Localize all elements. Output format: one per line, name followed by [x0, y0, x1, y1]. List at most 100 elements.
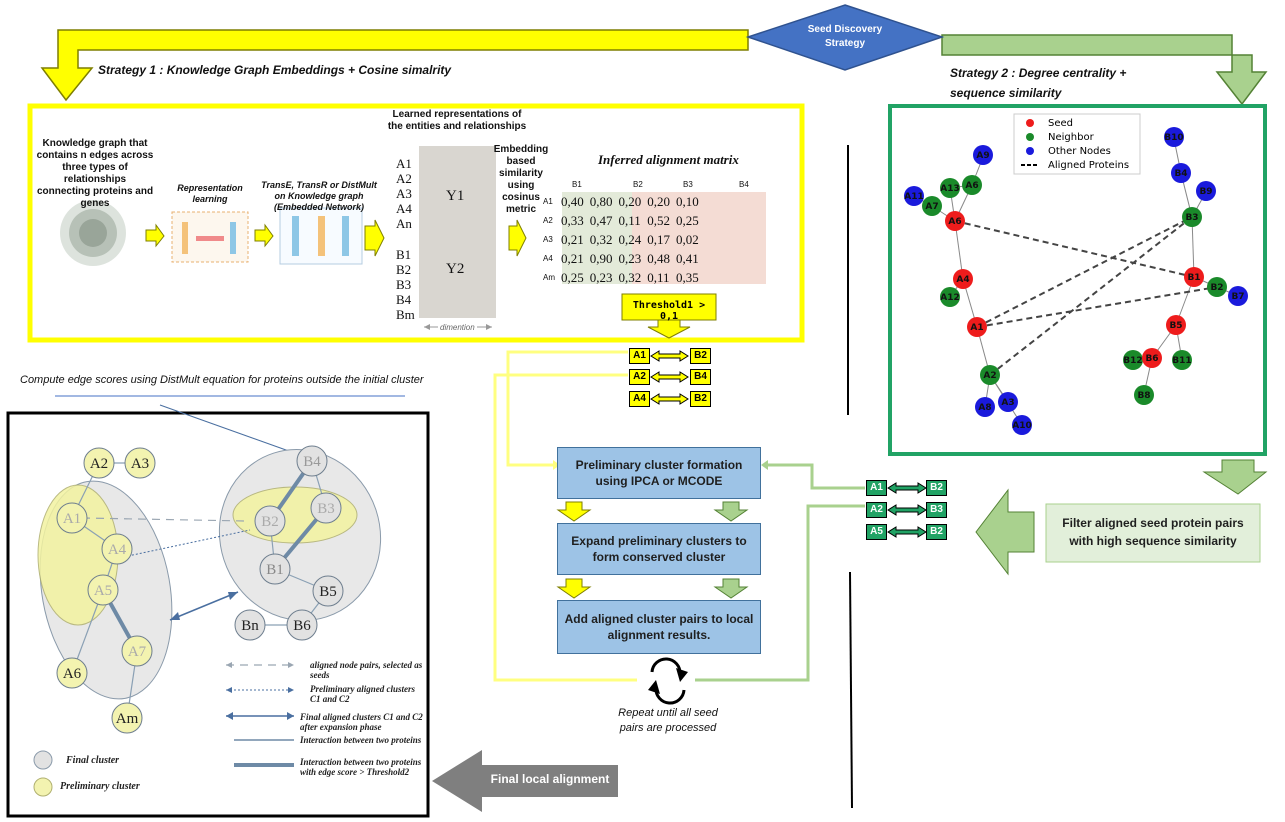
svg-text:B7: B7	[1231, 292, 1244, 302]
pair-yellow-b: B4	[690, 369, 711, 385]
cnode-b4	[296, 445, 328, 477]
pair-yellow-b: B2	[690, 348, 711, 364]
cnode-b5	[312, 575, 344, 607]
filter-left-arrow	[975, 488, 1035, 576]
learned-repr-label: Learned representations of the entities …	[387, 109, 527, 132]
kg-hairball	[60, 200, 126, 266]
pair-green-a: A1	[866, 480, 887, 496]
rep-learning-label: Representation learning	[177, 183, 243, 204]
node-b4	[1171, 163, 1191, 183]
y1-label: Y1	[446, 188, 465, 204]
svg-text:B6: B6	[1145, 354, 1158, 364]
matrix-col-headers: B1 B2 B3 B4	[572, 180, 749, 189]
strategy2-down-arrow	[1202, 459, 1268, 495]
legend-aligned-pairs: aligned node pairs, selected as seeds	[310, 660, 423, 680]
pair-green-a: A5	[866, 524, 887, 540]
cnode-a1	[56, 502, 88, 534]
cluster-drawing: A2 A3 A1 A4 A5 A6 A7 Am B4 B2 B3 B1 B5 B…	[33, 445, 382, 797]
svg-text:A5: A5	[94, 583, 112, 599]
pair-green-b: B2	[926, 524, 947, 540]
step-add-cluster-pairs: Add aligned cluster pairs to local align…	[557, 600, 761, 654]
embedding-matrix	[419, 146, 496, 318]
svg-text:A1: A1	[970, 323, 983, 333]
svg-text:Neighbor: Neighbor	[1048, 132, 1095, 143]
filter-box	[1045, 503, 1261, 563]
node-a13	[940, 178, 960, 198]
svg-text:A8: A8	[978, 403, 991, 413]
node-b2	[1207, 277, 1227, 297]
strategy2-title: Strategy 2 : Degree centrality + sequenc…	[950, 66, 1127, 100]
node-a6-top	[962, 175, 982, 195]
svg-text:A10: A10	[1012, 421, 1032, 431]
svg-text:B3: B3	[317, 501, 335, 517]
node-a1	[967, 317, 987, 337]
threshold-box	[621, 293, 717, 321]
svg-text:A3: A3	[131, 456, 149, 472]
pair-yellow-a: A1	[629, 348, 650, 364]
svg-text:Am: Am	[116, 711, 139, 727]
node-b9	[1196, 181, 1216, 201]
node-b7	[1228, 286, 1248, 306]
legend-final-cluster: Final cluster	[66, 755, 120, 766]
entities-b-list: B1 B2 B3 B4 Bm	[396, 247, 415, 322]
node-a2	[980, 365, 1000, 385]
aligned-dashed-lines	[954, 216, 1218, 376]
node-b12	[1123, 350, 1143, 370]
pair-yellow-b: B2	[690, 391, 711, 407]
yellow-flow-lines	[493, 350, 637, 682]
svg-text:A4: A4	[108, 542, 127, 558]
svg-text:A1: A1	[63, 511, 81, 527]
svg-text:B3: B3	[1185, 213, 1198, 223]
svg-text:A6: A6	[965, 181, 978, 191]
cnode-bn	[234, 609, 266, 641]
node-b6	[1142, 348, 1162, 368]
node-b10	[1164, 127, 1184, 147]
node-b8	[1134, 385, 1154, 405]
legend-prelim-aligned: Preliminary aligned clusters C1 and C2	[310, 684, 416, 704]
svg-text:B4: B4	[1174, 169, 1187, 179]
svg-text:B8: B8	[1137, 391, 1150, 401]
cnode-a3	[124, 447, 156, 479]
svg-text:B1: B1	[1187, 273, 1200, 283]
svg-text:A4: A4	[956, 275, 969, 285]
node-a11	[904, 186, 924, 206]
legend-prelim-cluster: Preliminary cluster	[60, 781, 140, 792]
y2-label: Y2	[446, 261, 465, 277]
node-a12	[940, 287, 960, 307]
step-arrow-y2	[556, 578, 592, 599]
step-arrow-g1	[713, 501, 749, 522]
svg-text:B10: B10	[1164, 133, 1183, 143]
svg-text:A7: A7	[128, 644, 147, 660]
svg-text:B2: B2	[1210, 283, 1223, 293]
node-b5	[1166, 315, 1186, 335]
pair-green-b: B2	[926, 480, 947, 496]
node-b3	[1182, 207, 1202, 227]
legend-interaction: Interaction between two proteins	[300, 735, 422, 745]
svg-text:A13: A13	[940, 184, 960, 194]
svg-text:B1: B1	[266, 562, 284, 578]
node-a9	[973, 145, 993, 165]
threshold-label: Threshold1 > 0,1	[632, 300, 706, 322]
cnode-b6	[286, 609, 318, 641]
svg-text:A3: A3	[1001, 398, 1014, 408]
entities-a-list: A1 A2 A3 A4 An	[396, 156, 412, 231]
svg-text:B9: B9	[1199, 187, 1212, 197]
svg-text:A11: A11	[904, 192, 924, 202]
dimention-label: dimention	[438, 323, 477, 332]
arrow-s1-2	[254, 223, 274, 248]
svg-text:A2: A2	[983, 371, 996, 381]
svg-text:B2: B2	[261, 514, 279, 530]
strategy1-arrow	[40, 29, 749, 102]
node-a8	[975, 397, 995, 417]
transe-label: TransE, TransR or DistMult on Knowledge …	[261, 180, 377, 212]
node-b1	[1184, 267, 1204, 287]
svg-text:A7: A7	[925, 202, 938, 212]
svg-text:B5: B5	[319, 584, 337, 600]
svg-text:A12: A12	[940, 293, 960, 303]
cnode-a4	[101, 533, 133, 565]
cnode-a6	[56, 657, 88, 689]
